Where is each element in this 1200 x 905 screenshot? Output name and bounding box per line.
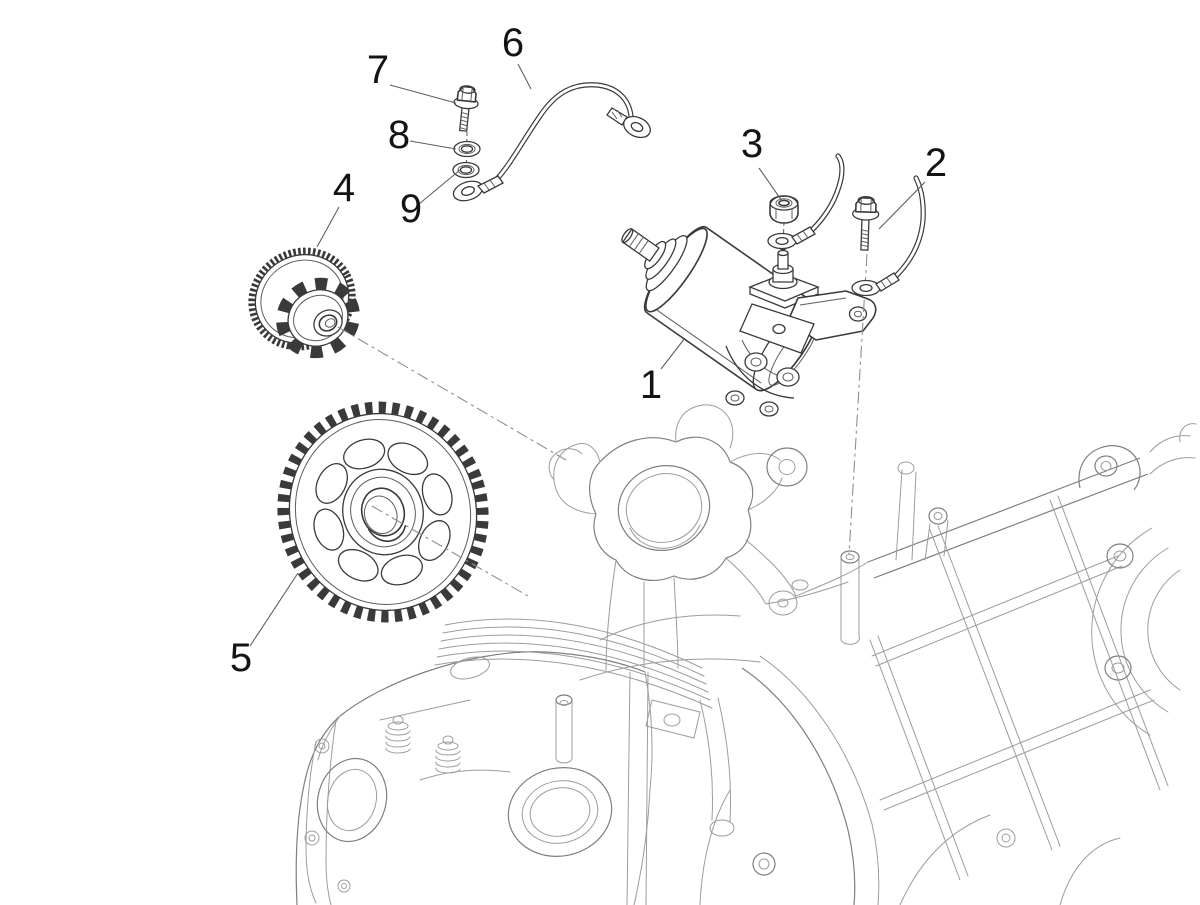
callout-label-5: 5 bbox=[230, 636, 252, 680]
nut-3 bbox=[769, 195, 799, 224]
callout-label-3: 3 bbox=[741, 122, 763, 166]
leader-2 bbox=[878, 181, 926, 230]
leader-6 bbox=[517, 63, 532, 90]
leader-4 bbox=[316, 206, 340, 248]
cable-ring-terminal-b bbox=[606, 107, 651, 139]
centerline-gear-small bbox=[337, 326, 567, 461]
callout-label-9: 9 bbox=[400, 187, 422, 231]
callout-label-1: 1 bbox=[640, 363, 662, 407]
ring-gear-large bbox=[277, 401, 489, 623]
callout-label-4: 4 bbox=[333, 166, 355, 210]
bolt-2 bbox=[852, 196, 880, 251]
leader-5 bbox=[249, 572, 299, 647]
leader-7 bbox=[389, 84, 457, 104]
washer-9 bbox=[452, 161, 480, 179]
leader-lines bbox=[249, 63, 926, 647]
ground-cable bbox=[452, 82, 651, 202]
callout-label-7: 7 bbox=[367, 48, 389, 92]
washer-under-bolt-2 bbox=[851, 279, 881, 297]
bolt-7 bbox=[453, 85, 479, 132]
valve-spring-drawing bbox=[385, 715, 461, 774]
wire-terminal-3 bbox=[791, 153, 845, 245]
cable-ring-terminal-a bbox=[452, 175, 504, 202]
gear-small bbox=[248, 247, 360, 359]
leader-9 bbox=[418, 169, 461, 205]
crankcase-drawing bbox=[295, 404, 1197, 905]
callout-labels: 1 2 3 4 5 6 7 8 9 bbox=[230, 21, 947, 680]
centerline-starter-bolt bbox=[848, 253, 868, 555]
washer-8 bbox=[453, 140, 481, 158]
leader-8 bbox=[409, 140, 457, 150]
callout-label-2: 2 bbox=[925, 141, 947, 185]
centerline-gear-large bbox=[371, 505, 529, 597]
callout-label-8: 8 bbox=[388, 113, 410, 157]
wire-terminal-2 bbox=[875, 175, 926, 292]
starter-motor bbox=[621, 225, 877, 417]
callout-label-6: 6 bbox=[502, 21, 524, 65]
washer-under-nut bbox=[767, 232, 797, 250]
leader-3 bbox=[758, 167, 783, 202]
leader-1 bbox=[660, 337, 686, 370]
